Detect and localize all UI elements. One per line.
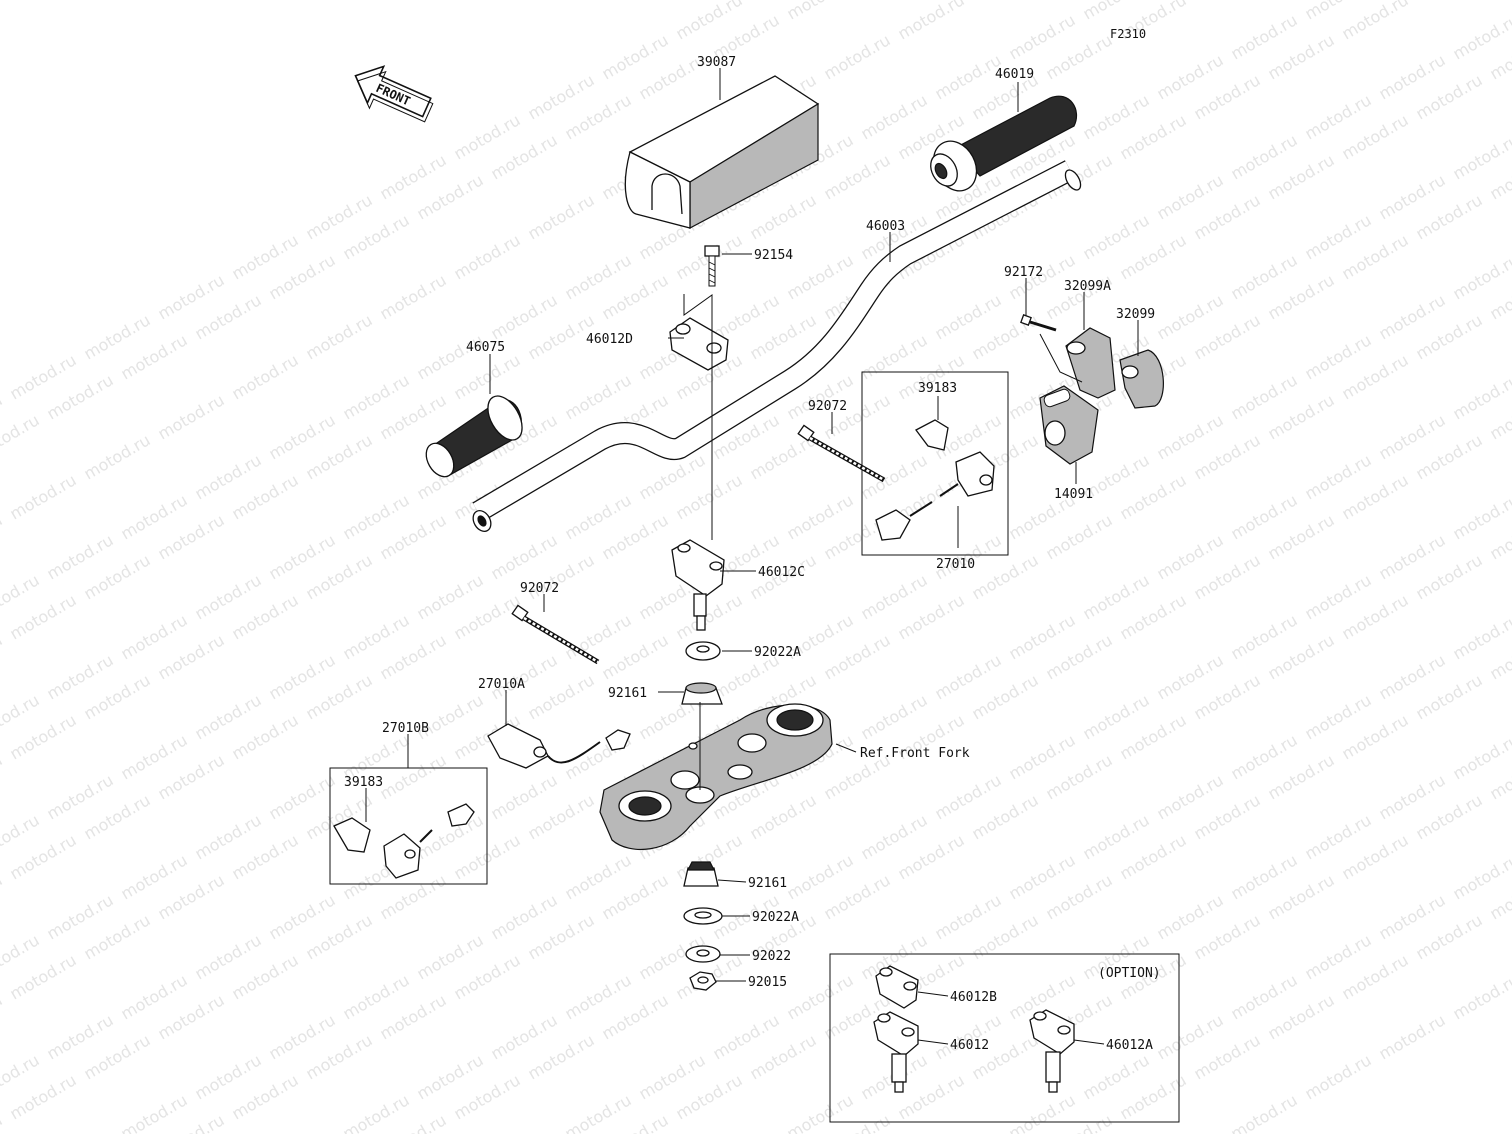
front-arrow-icon: FRONT (354, 65, 434, 123)
figure-code: F2310 (1110, 27, 1146, 41)
label-46075: 46075 (466, 340, 505, 355)
part-labels: 39087 46019 46003 92154 46012D 46075 921… (344, 55, 1155, 1053)
band-left-part (511, 604, 600, 665)
label-ref-front-fork: Ref.Front Fork (860, 746, 970, 761)
bolt-92172-part (1020, 314, 1057, 332)
label-32099: 32099 (1116, 307, 1155, 322)
label-92015: 92015 (748, 975, 787, 990)
label-92022A-lower: 92022A (752, 910, 799, 925)
switch-b-part (383, 803, 475, 879)
label-46019: 46019 (995, 67, 1034, 82)
label-46012C: 46012C (758, 565, 805, 580)
holder-c-part (671, 539, 725, 631)
label-39087: 39087 (697, 55, 736, 70)
handlebar-pad-part (624, 75, 820, 229)
label-92161-upper: 92161 (608, 686, 647, 701)
label-27010: 27010 (936, 557, 975, 572)
washer-a-lower-part (683, 907, 723, 925)
label-39183-right: 39183 (918, 381, 957, 396)
switch-kit-box (861, 371, 1009, 556)
option-box (829, 953, 1180, 1123)
holder-cap-d-part (669, 317, 729, 371)
label-92154: 92154 (754, 248, 793, 263)
clamp-39183-left-part (333, 817, 371, 853)
handlebar-part (472, 160, 1082, 532)
option-cap-b-part (875, 965, 919, 1009)
clamp-39183-right-part (915, 419, 949, 451)
washer-part (685, 945, 721, 963)
leader-lines (365, 68, 1139, 1045)
housing-a-part (1065, 327, 1116, 399)
left-grip-part (425, 395, 523, 478)
option-holder-part (873, 1011, 919, 1093)
label-46003: 46003 (866, 219, 905, 234)
nut-part (689, 971, 717, 991)
label-46012: 46012 (950, 1038, 989, 1053)
label-92022A-upper: 92022A (754, 645, 801, 660)
right-grip-part (930, 95, 1078, 192)
switch-a-part (487, 723, 631, 769)
label-92161-lower: 92161 (748, 876, 787, 891)
label-92172: 92172 (1004, 265, 1043, 280)
label-27010B: 27010B (382, 721, 429, 736)
bolt-92154-part (704, 245, 720, 287)
label-46012B: 46012B (950, 990, 997, 1005)
damper-upper-part (681, 682, 723, 705)
label-14091: 14091 (1054, 487, 1093, 502)
label-92072-left: 92072 (520, 581, 559, 596)
option-label: (OPTION) (1098, 966, 1161, 981)
label-32099A: 32099A (1064, 279, 1111, 294)
washer-a-upper-part (685, 641, 721, 661)
label-92022: 92022 (752, 949, 791, 964)
switch-27010-part (875, 451, 995, 541)
damper-lower-part (683, 861, 719, 887)
label-39183-left: 39183 (344, 775, 383, 790)
band-right-part (797, 424, 886, 483)
label-92072-right: 92072 (808, 399, 847, 414)
label-46012A: 46012A (1106, 1038, 1153, 1053)
housing-part (1119, 349, 1164, 409)
label-46012D: 46012D (586, 332, 633, 347)
label-27010A: 27010A (478, 677, 525, 692)
throttle-case-part (1039, 385, 1099, 465)
option-holder-a-part (1029, 1009, 1075, 1093)
upper-bracket-part (599, 703, 833, 851)
